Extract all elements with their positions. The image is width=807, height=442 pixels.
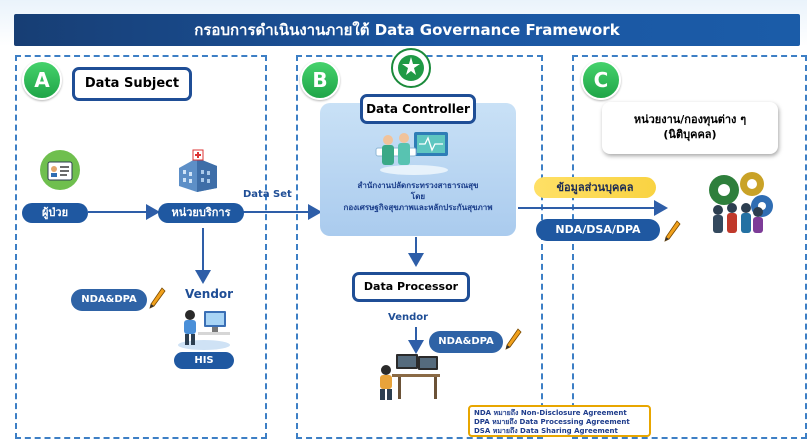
patient-card-icon bbox=[40, 150, 80, 190]
section-c-border bbox=[572, 55, 807, 439]
patient-label: ผู้ป่วย bbox=[22, 203, 88, 223]
section-a-border bbox=[15, 55, 267, 439]
legend-line-nda: NDA หมายถึง Non-Disclosure Agreement bbox=[474, 409, 627, 417]
agencies-title-line1: หน่วยงาน/กองทุนต่าง ๆ bbox=[633, 113, 747, 126]
section-a-badge: A bbox=[22, 60, 62, 100]
data-subject-title: Data Subject bbox=[72, 67, 192, 101]
vendor-label-a: Vendor bbox=[185, 287, 234, 301]
his-label: HIS bbox=[174, 352, 234, 369]
agreements-label: NDA/DSA/DPA bbox=[536, 219, 660, 241]
nda-dpa-label-a: NDA&DPA bbox=[71, 289, 147, 311]
vendor-label-b: Vendor bbox=[388, 312, 429, 323]
service-unit-label: หน่วยบริการ bbox=[158, 203, 244, 223]
abbreviation-legend: NDA หมายถึง Non-Disclosure Agreement DPA… bbox=[468, 405, 651, 437]
agencies-title-line2: (นิติบุคคล) bbox=[663, 128, 717, 141]
controller-org-line: สำนักงานปลัดกระทรวงสาธารณสุข bbox=[357, 181, 479, 190]
hospital-building-icon bbox=[175, 148, 221, 194]
legend-line-dsa: DSA หมายถึง Data Sharing Agreement bbox=[474, 427, 618, 435]
section-c-badge: C bbox=[581, 60, 621, 100]
section-b-badge: B bbox=[300, 60, 340, 100]
moph-seal-icon bbox=[391, 48, 431, 88]
data-controller-title: Data Controller bbox=[360, 94, 476, 124]
agencies-title-box: หน่วยงาน/กองทุนต่าง ๆ (นิติบุคคล) bbox=[602, 102, 778, 154]
data-set-label: Data Set bbox=[243, 189, 292, 200]
medical-team-icon bbox=[372, 126, 456, 176]
developer-monitors-icon bbox=[376, 352, 442, 402]
pen-icon bbox=[504, 327, 522, 351]
controller-by-line: โดย bbox=[410, 192, 426, 201]
data-processor-title: Data Processor bbox=[352, 272, 470, 302]
legend-line-dpa: DPA หมายถึง Data Processing Agreement bbox=[474, 418, 630, 426]
controller-division-line: กองเศรษฐกิจสุขภาพและหลักประกันสุขภาพ bbox=[343, 203, 493, 212]
personal-data-label: ข้อมูลส่วนบุคคล bbox=[534, 177, 656, 198]
pen-icon bbox=[663, 219, 681, 243]
nda-dpa-label-b: NDA&DPA bbox=[429, 331, 503, 353]
pen-icon bbox=[148, 286, 166, 310]
developer-computer-icon bbox=[176, 303, 232, 351]
title-bar bbox=[14, 14, 800, 46]
controller-description: สำนักงานปลัดกระทรวงสาธารณสุข โดย กองเศรษ… bbox=[320, 180, 516, 213]
people-gears-icon bbox=[700, 168, 780, 236]
page-title: กรอบการดำเนินงานภายใต้ Data Governance F… bbox=[194, 21, 620, 39]
